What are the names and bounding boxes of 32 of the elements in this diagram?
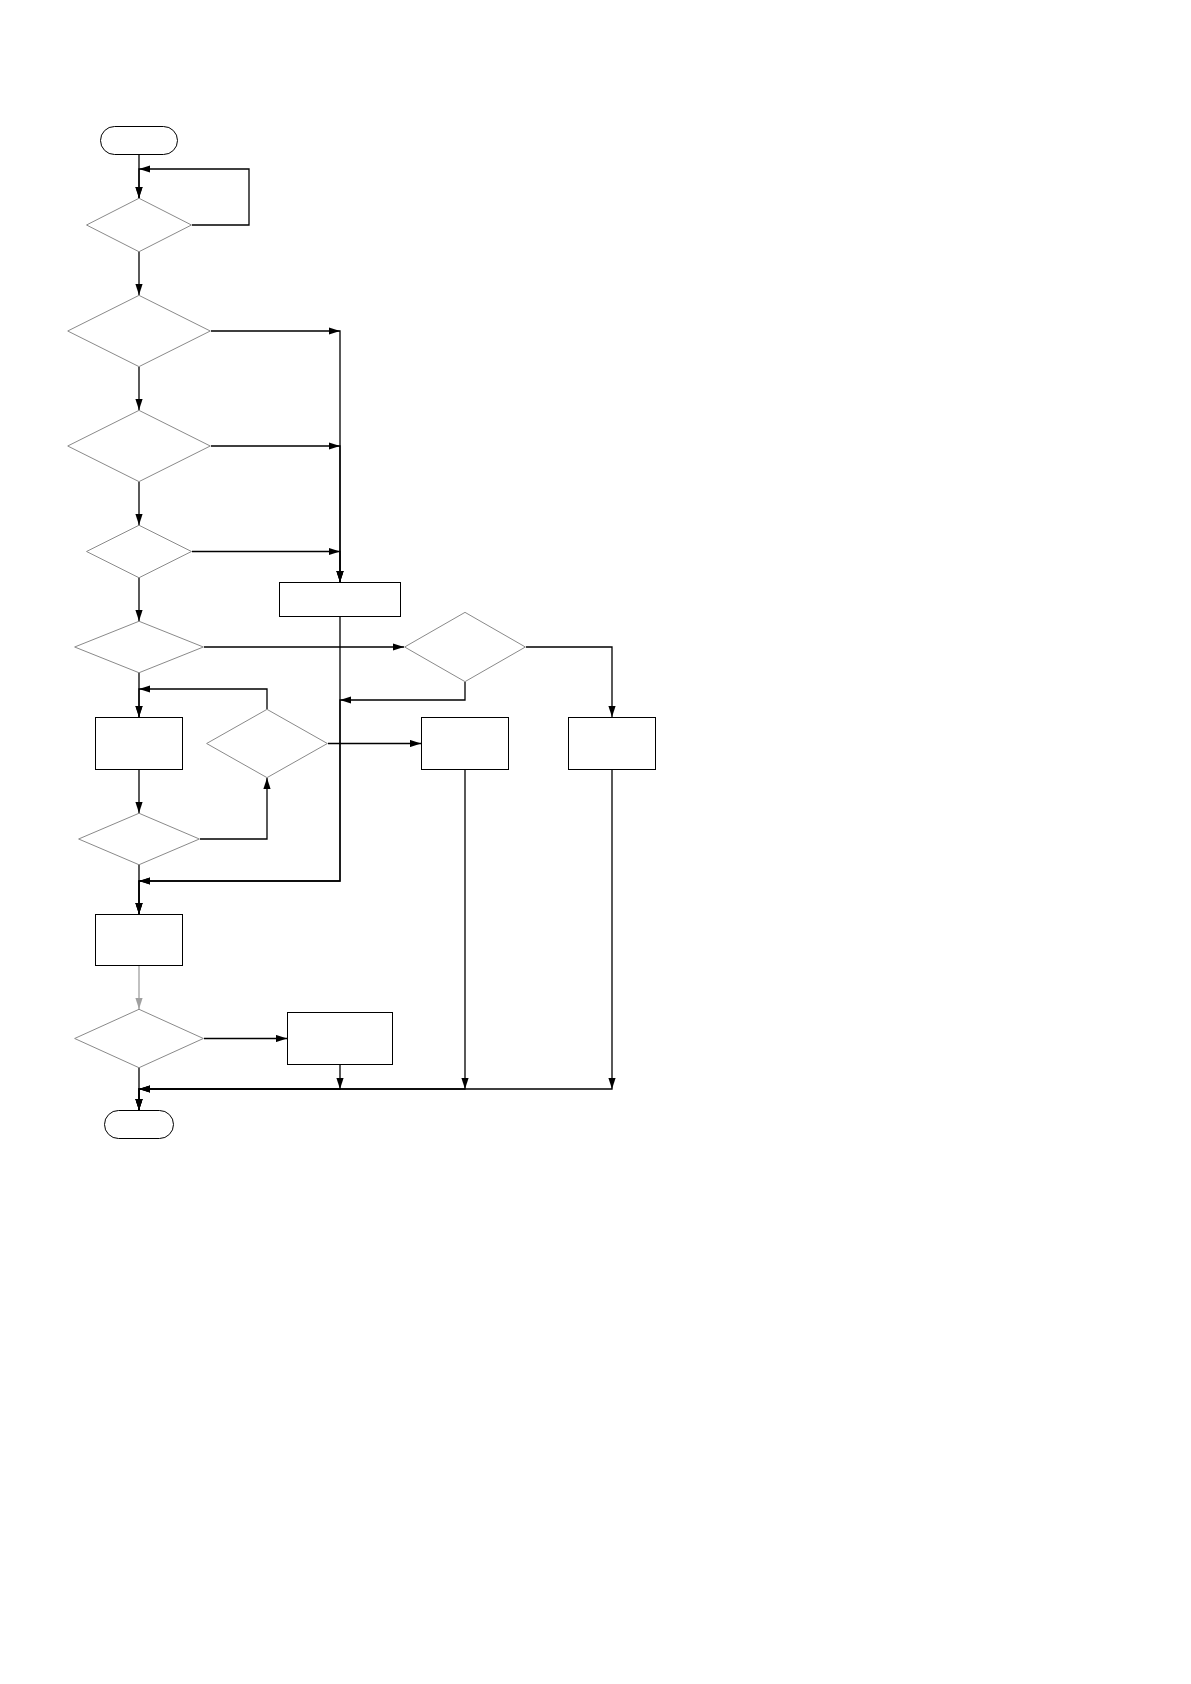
decision-diamond <box>206 709 328 778</box>
flow-arrow <box>203 643 405 651</box>
process-box <box>421 717 509 770</box>
flow-arrow <box>203 1034 288 1043</box>
process-box <box>568 717 656 770</box>
process-box <box>287 1012 393 1065</box>
process-box <box>95 717 183 770</box>
decision-diamond <box>67 410 211 482</box>
flow-arrow <box>135 577 143 622</box>
flow-arrow <box>135 965 143 1010</box>
flow-arrow <box>135 685 268 718</box>
flow-arrow <box>199 777 271 840</box>
flow-arrow <box>135 769 143 814</box>
flow-arrow <box>327 739 422 748</box>
flow-arrow <box>135 481 143 526</box>
flow-arrow <box>135 366 143 411</box>
flow-arrow <box>135 165 250 226</box>
flow-arrow <box>191 547 344 583</box>
decision-diamond <box>67 295 211 367</box>
start-end-terminal <box>100 126 178 155</box>
process-box <box>95 914 183 966</box>
decision-diamond <box>86 525 192 578</box>
decision-diamond <box>404 612 526 682</box>
process-box <box>279 582 401 617</box>
decision-diamond <box>74 621 204 673</box>
flow-arrow <box>135 251 143 296</box>
decision-diamond <box>78 813 200 865</box>
decision-diamond <box>86 198 192 252</box>
flow-arrow <box>135 864 143 915</box>
decision-diamond <box>74 1009 204 1068</box>
start-end-terminal <box>104 1110 174 1139</box>
flow-arrow <box>525 646 616 718</box>
